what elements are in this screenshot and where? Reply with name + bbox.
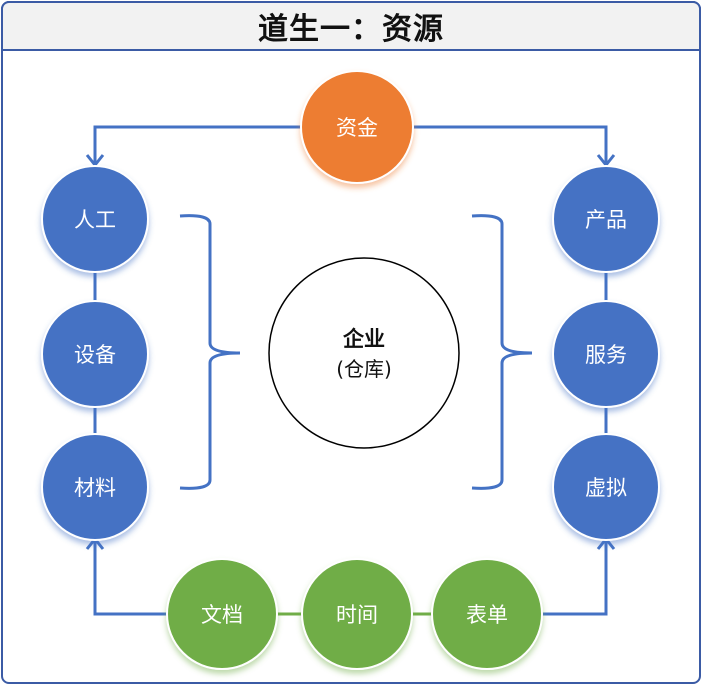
center-title: 企业 bbox=[342, 327, 385, 351]
support-label: 表单 bbox=[466, 603, 508, 627]
input-label: 材料 bbox=[74, 476, 116, 500]
input-node-labor: 人工 bbox=[41, 165, 149, 273]
support-label: 文档 bbox=[201, 603, 243, 627]
center-subtitle: (仓库) bbox=[336, 357, 392, 381]
funding-to-inputs-arrow bbox=[93, 125, 302, 163]
output-node-virtual: 虚拟 bbox=[552, 433, 660, 541]
support-label: 时间 bbox=[336, 603, 378, 627]
funding-to-outputs-arrow bbox=[412, 125, 608, 163]
right-brace bbox=[471, 214, 533, 490]
funding-label: 资金 bbox=[336, 116, 378, 140]
input-label: 人工 bbox=[74, 208, 116, 232]
input-node-materials: 材料 bbox=[41, 433, 149, 541]
output-node-service: 服务 bbox=[552, 300, 660, 408]
support-node-forms: 表单 bbox=[431, 558, 543, 670]
diagram-title: 道生一：资源 bbox=[258, 12, 444, 47]
input-node-equipment: 设备 bbox=[41, 300, 149, 408]
funding-node: 资金 bbox=[300, 70, 414, 184]
supports-to-outputs-arrow bbox=[541, 541, 608, 616]
supports-to-inputs-arrow bbox=[93, 541, 168, 616]
support-node-documents: 文档 bbox=[166, 558, 278, 670]
title-bar: 道生一：资源 bbox=[1, 1, 701, 51]
support-node-time: 时间 bbox=[301, 558, 413, 670]
output-label: 虚拟 bbox=[585, 476, 627, 500]
output-node-product: 产品 bbox=[552, 165, 660, 273]
left-brace bbox=[179, 214, 241, 490]
output-label: 服务 bbox=[585, 343, 627, 367]
center-node: 企业 (仓库) bbox=[268, 257, 460, 449]
output-label: 产品 bbox=[585, 208, 627, 232]
input-label: 设备 bbox=[74, 343, 116, 367]
